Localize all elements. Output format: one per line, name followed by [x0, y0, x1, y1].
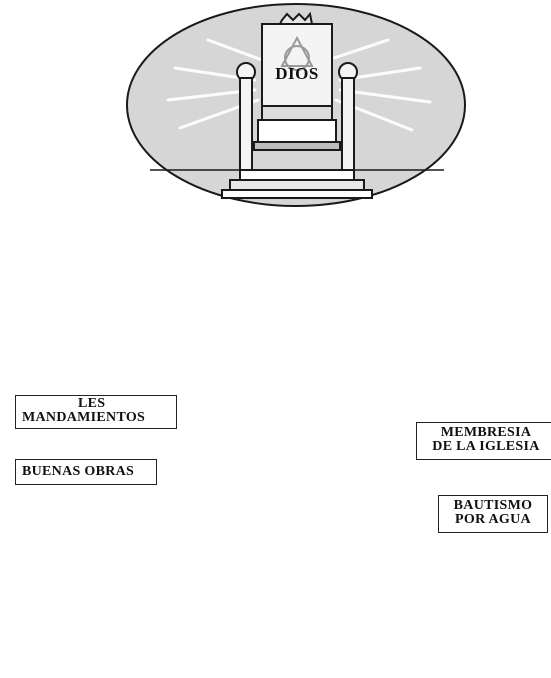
- label-church-membership-line2: DE LA IGLESIA: [432, 439, 540, 454]
- label-water-baptism-line1: BAUTISMO: [453, 498, 533, 513]
- throne-icon: [221, 11, 373, 199]
- label-ten-commandments: LES MANDAMIENTOS: [15, 395, 177, 429]
- label-water-baptism: BAUTISMO POR AGUA: [438, 495, 548, 533]
- label-good-works-line1: BUENAS OBRAS: [22, 464, 135, 479]
- label-church-membership-line1: MEMBRESIA: [440, 425, 532, 440]
- label-good-works: BUENAS OBRAS: [15, 459, 157, 485]
- label-ten-commandments-line1: LES: [78, 396, 106, 411]
- label-water-baptism-line2: POR AGUA: [455, 512, 531, 527]
- dios-label: DIOS: [275, 64, 319, 83]
- label-ten-commandments-line2: MANDAMIENTOS: [22, 410, 146, 425]
- label-church-membership: MEMBRESIA DE LA IGLESIA: [416, 422, 551, 460]
